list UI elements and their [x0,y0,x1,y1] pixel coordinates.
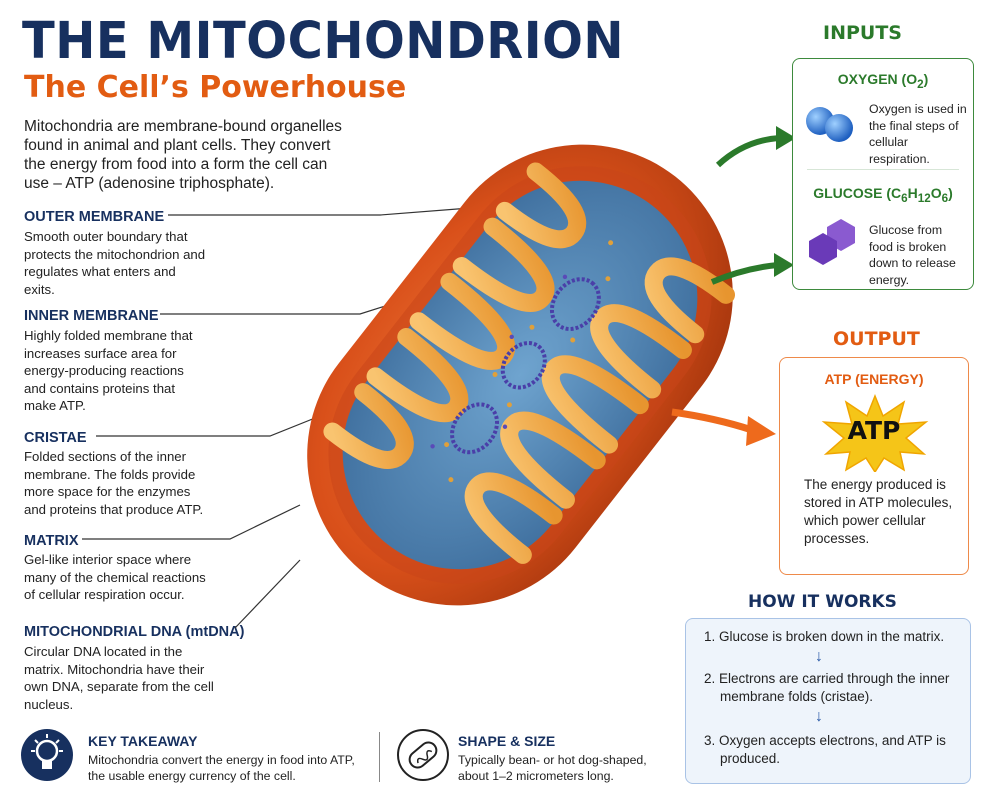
down-arrow-icon: ↓ [815,708,823,725]
atp-energy-label: ATP (ENERGY) [824,371,924,387]
output-box: ATP (ENERGY) ATP The energy produced is … [779,357,969,575]
page-subtitle: The Cell’s Powerhouse [24,70,407,105]
lightbulb-icon [21,729,73,781]
how-step-1: 1. Glucose is broken down in the matrix. [704,629,945,644]
arrow-output-head [746,416,776,446]
atp-burst-icon [821,394,929,472]
inputs-title: INPUTS [823,22,902,44]
arrow-oxygen-head [776,126,796,150]
shape-title: SHAPE & SIZE [458,733,556,749]
cristae-folds [323,162,736,564]
down-arrow-icon: ↓ [815,648,823,665]
label-outer-membrane: OUTER MEMBRANE [24,209,165,225]
leader-cristae [96,411,331,437]
takeaway-text: Mitochondria convert the energy in food … [88,753,355,783]
atp-text: ATP [847,416,901,445]
leader-mtdna [234,559,301,629]
desc-outer-membrane: Smooth outer boundary that protects the … [24,229,206,297]
leader-outer [168,207,471,216]
desc-inner-membrane: Highly folded membrane that increases su… [24,328,193,413]
mitochondrion-body [307,144,736,606]
label-matrix: MATRIX [24,533,79,549]
how-step-3: 3. Oxygen accepts electrons, and ATP is … [704,733,946,766]
label-mtdna: MITOCHONDRIAL DNA (mtDNA) [24,624,245,640]
arrow-output [671,408,754,434]
intro-text: Mitochondria are membrane-bound organell… [24,118,342,192]
oxygen-label: OXYGEN (O2) [837,71,929,91]
how-box [685,618,971,784]
desc-cristae: Folded sections of the inner membrane. T… [24,449,204,517]
arrow-glucose-head [774,253,794,277]
how-step-2: 2. Electrons are carried through the inn… [704,671,950,704]
desc-mtdna: Circular DNA located in the matrix. Mito… [24,644,214,712]
takeaway-title: KEY TAKEAWAY [88,733,198,749]
footer-divider [379,732,380,782]
how-title: HOW IT WORKS [748,592,897,612]
inputs-divider [807,169,959,170]
label-inner-membrane: INNER MEMBRANE [24,308,159,324]
glucose-label: GLUCOSE (C6H12O6) [813,185,953,205]
output-desc: The energy produced is stored in ATP mol… [804,477,953,546]
glucose-desc: Glucose from food is broken down to rele… [869,223,956,287]
mitochondrion-outline-icon [397,729,449,781]
leader-matrix [82,504,301,540]
matrix-particles-purple [430,274,568,449]
label-cristae: CRISTAE [24,430,87,446]
mtdna-rings [450,277,601,455]
arrow-glucose [710,262,779,285]
oxygen-desc: Oxygen is used in the final steps of cel… [869,102,967,166]
output-title: OUTPUT [833,328,920,350]
inputs-box: OXYGEN (O2) Oxygen is used in the final … [792,58,974,290]
arrow-oxygen [715,135,781,168]
oxygen-molecule-icon [806,107,853,142]
matrix-particles [444,240,614,483]
glucose-molecule-icon [809,219,855,265]
desc-matrix: Gel-like interior space where many of th… [24,552,206,602]
shape-text: Typically bean- or hot dog-shaped, about… [458,753,647,783]
page-title: THE MITOCHONDRION [22,12,625,71]
